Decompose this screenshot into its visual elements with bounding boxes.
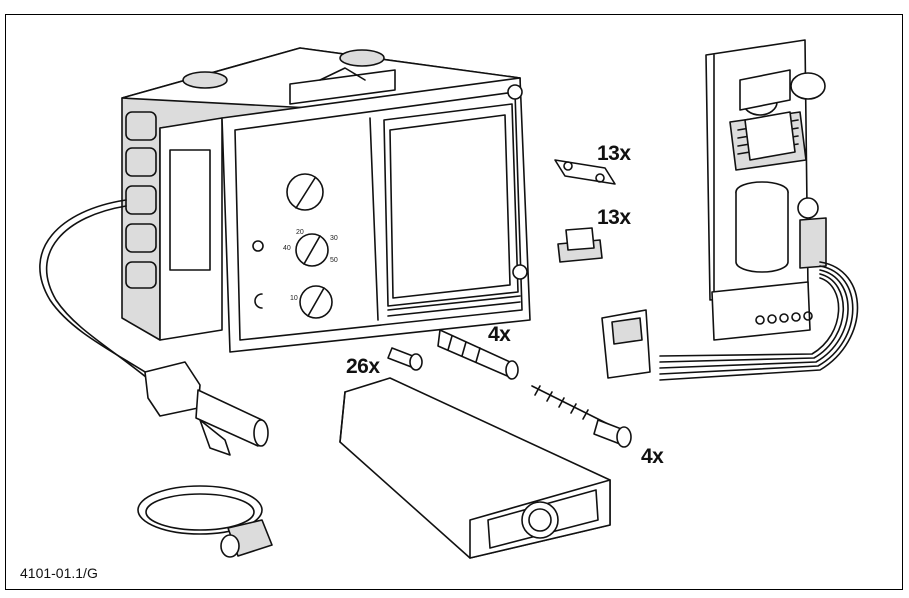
- connector-pins: [611, 317, 643, 345]
- clip-plate: [554, 159, 616, 185]
- dial-tick: 50: [330, 257, 338, 264]
- wood-screw: [531, 385, 632, 448]
- circuit-board: [705, 39, 827, 341]
- plug-rib: [461, 341, 467, 357]
- side-connector: [125, 147, 157, 177]
- screw-head: [512, 264, 528, 280]
- top-hole: [339, 49, 385, 67]
- sensor-probe: [195, 389, 263, 447]
- quantity-label-clip: 13x: [597, 142, 631, 165]
- terminal-screw: [791, 312, 801, 322]
- pin-header: [799, 217, 827, 269]
- front-slot: [387, 301, 521, 317]
- moon-icon: [254, 293, 263, 309]
- small-capacitor: [797, 197, 819, 219]
- terminal-block: [711, 281, 811, 341]
- side-window: [169, 149, 211, 271]
- arrow-mark: [319, 67, 366, 81]
- top-hole: [182, 71, 228, 89]
- probe-tip: [253, 419, 269, 447]
- quantity-label-wood-screw: 4x: [641, 445, 664, 468]
- grommet: [557, 227, 603, 263]
- clip-hole: [563, 161, 573, 171]
- screw-thread-ticks: [534, 385, 589, 420]
- ribbon-wire: [659, 261, 859, 381]
- dial-tick: 30: [330, 235, 338, 242]
- grommet-top: [565, 227, 595, 251]
- front-bezel: [234, 91, 523, 341]
- ribbon-wire: [659, 265, 854, 375]
- dial-pointer: [295, 177, 316, 209]
- ribbon-wire: [659, 273, 845, 363]
- quantity-label-grommet: 13x: [597, 206, 631, 229]
- terminal-screw: [779, 313, 789, 323]
- terminal-screw: [767, 314, 777, 324]
- ribbon-wire: [659, 269, 849, 369]
- dial-pointer: [303, 235, 321, 265]
- wall-plug: [437, 329, 519, 380]
- resistor-right: [790, 72, 826, 100]
- quantity-label-small-screw: 26x: [346, 355, 380, 378]
- dial-pointer: [307, 287, 325, 317]
- screw-head: [616, 426, 632, 448]
- ribbon-cable-assembly: [601, 261, 859, 381]
- figure-id: 4101-01.1/G: [20, 565, 98, 581]
- side-connector: [125, 223, 157, 253]
- front-door: [383, 103, 519, 307]
- program-dial: [286, 173, 324, 211]
- screw-head: [507, 84, 523, 100]
- sun-icon: [252, 240, 264, 252]
- housing-end-frame: [487, 489, 599, 549]
- screw-head: [409, 353, 423, 371]
- figure-frame: [5, 14, 903, 590]
- strain-relief-clip: [554, 159, 616, 185]
- sensor-housing: [339, 377, 611, 559]
- resistor-body: [739, 69, 791, 111]
- cable-gland: [521, 501, 559, 539]
- cable-gland-inner: [528, 508, 552, 532]
- quantity-label-wall-plug: 4x: [488, 323, 511, 346]
- clamp-band-inner: [145, 493, 255, 531]
- front-slot: [387, 295, 521, 311]
- plug-rib: [447, 335, 453, 351]
- dial-tick: 40: [283, 245, 291, 252]
- outdoor-sensor-cable: [39, 199, 269, 456]
- plug-rib: [475, 347, 481, 363]
- small-screw: [387, 347, 423, 371]
- side-connector: [125, 111, 157, 141]
- terminal-screw: [755, 315, 765, 325]
- side-connector: [125, 185, 157, 215]
- hose-clamp: [137, 485, 273, 558]
- sensor-plug: [144, 361, 201, 417]
- door-inset: [389, 114, 511, 299]
- probe-bracket: [199, 419, 231, 456]
- transformer-core: [744, 111, 796, 161]
- terminal-screw: [803, 311, 813, 321]
- top-label: [289, 69, 396, 105]
- side-connector: [125, 261, 157, 289]
- capacitor-body: [735, 192, 789, 273]
- housing-edge: [339, 391, 346, 443]
- clamp-screw: [220, 534, 240, 558]
- front-divider: [369, 117, 379, 321]
- clip-hole: [595, 173, 605, 183]
- plug-end: [505, 360, 519, 380]
- ribbon-wire: [659, 277, 840, 357]
- dial-tick: 10: [290, 295, 298, 302]
- dial-tick: 20: [296, 229, 304, 236]
- controller-unit: 20 40 30 50 10: [121, 47, 531, 353]
- sensor-cable: [45, 205, 153, 383]
